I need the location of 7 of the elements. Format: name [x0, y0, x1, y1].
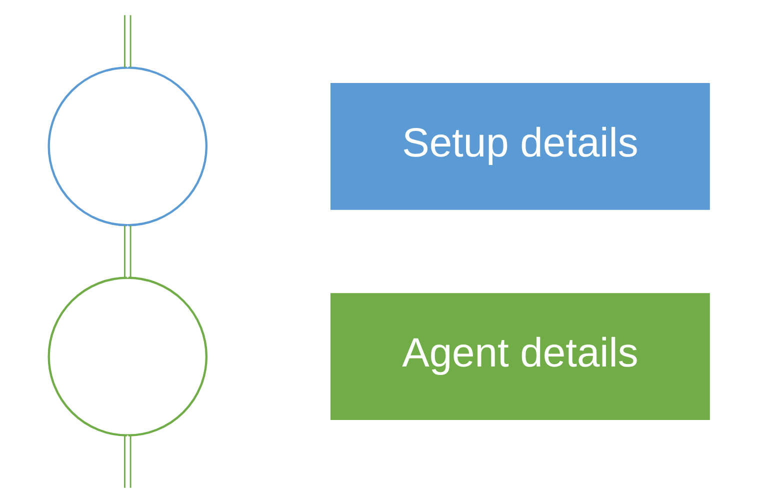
node-box: Setup details [330, 82, 710, 210]
connector [124, 435, 125, 488]
node-circle [47, 276, 208, 436]
connector [124, 226, 131, 278]
node-box: Agent details [330, 293, 710, 420]
node-circle [47, 66, 208, 226]
connector [124, 15, 125, 68]
